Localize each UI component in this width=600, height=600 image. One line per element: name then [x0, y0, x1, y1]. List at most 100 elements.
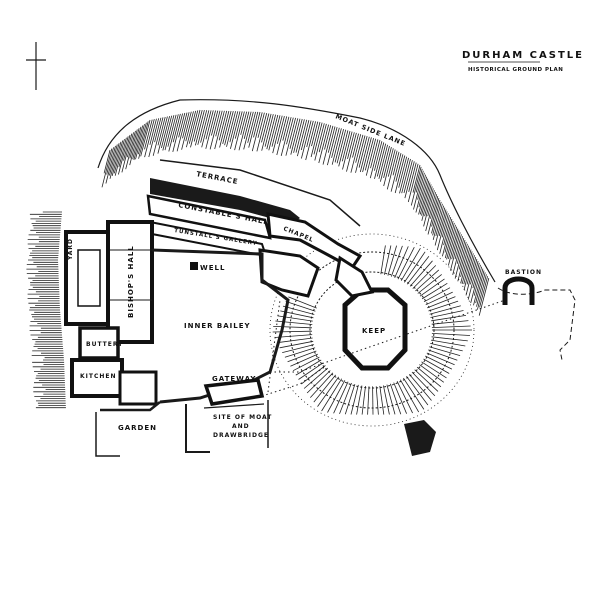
terrace-label: TERRACE: [196, 170, 239, 186]
keep-mound: [269, 233, 475, 427]
hatch-stroke: [428, 300, 459, 312]
hatch-stroke: [359, 136, 370, 173]
hatch-stroke: [418, 178, 429, 215]
hatch-stroke: [355, 134, 364, 163]
hatch-stroke: [287, 350, 317, 363]
hatch-stroke: [285, 117, 296, 156]
hatch-stroke: [279, 340, 314, 349]
hatch-stroke: [432, 203, 443, 240]
hatch-stroke: [400, 247, 421, 281]
hatch-stroke: [378, 144, 388, 179]
hatch-stroke: [390, 245, 403, 277]
hatch-stroke: [350, 134, 362, 173]
hatch-stroke: [423, 188, 434, 227]
hatch-stroke: [408, 373, 432, 401]
hatch-stroke: [431, 325, 471, 328]
hatch-stroke: [292, 356, 320, 372]
kitchen-label: KITCHEN: [80, 373, 117, 380]
hatch-stroke: [111, 141, 122, 176]
map-subtitle: HISTORICAL GROUND PLAN: [468, 67, 563, 73]
hatch-stroke: [463, 253, 474, 291]
hatch-stroke: [435, 205, 444, 236]
hatch-stroke: [380, 145, 390, 182]
hatch-stroke: [429, 305, 461, 315]
hatch-stroke: [441, 213, 449, 238]
hatch-stroke: [327, 127, 338, 166]
hatch-stroke: [219, 110, 230, 148]
hatch-stroke: [415, 269, 440, 292]
hatch-stroke: [431, 336, 468, 342]
hatch-stroke: [443, 217, 452, 246]
hatch-stroke: [374, 141, 383, 171]
hatch-stroke: [318, 123, 327, 153]
hatch-stroke: [200, 110, 210, 143]
hatch-stroke: [355, 135, 366, 173]
hatch-stroke: [403, 251, 426, 283]
hatch-stroke: [310, 121, 321, 158]
hatch-stroke: [461, 249, 472, 284]
hatch-stroke: [113, 140, 124, 174]
hatch-stroke: [284, 347, 316, 358]
hatch-stroke: [394, 155, 406, 194]
hatch-stroke: [123, 134, 131, 161]
hatch-stroke: [333, 381, 349, 414]
hatch-stroke: [303, 367, 329, 389]
hatch-stroke: [386, 384, 396, 415]
hatch-stroke: [276, 116, 288, 156]
hatch-stroke: [428, 349, 458, 361]
hatch-stroke: [398, 156, 408, 188]
terrace: [150, 159, 361, 227]
hatch-stroke: [290, 118, 301, 155]
hatch-stroke: [226, 111, 236, 147]
inner-bailey-label: INNER BAILEY: [184, 322, 251, 330]
hatch-stroke: [387, 149, 396, 177]
hatch-stroke: [197, 110, 208, 145]
hatch-stroke: [347, 132, 355, 159]
hatch-stroke: [318, 124, 329, 164]
hatch-stroke: [458, 241, 467, 270]
hatch-stroke: [431, 333, 471, 336]
hatch-stroke: [434, 207, 446, 246]
hatch-stroke: [289, 118, 299, 149]
hatch-stroke: [188, 110, 199, 144]
hatch-stroke: [451, 230, 460, 260]
hatch-stroke: [126, 132, 134, 158]
hatch-stroke: [178, 112, 186, 138]
hatch-stroke: [305, 121, 316, 161]
hatch-stroke: [472, 262, 480, 289]
hatch-stroke: [396, 381, 413, 414]
hatch-stroke: [413, 170, 424, 210]
hatch-stroke: [475, 270, 485, 304]
hatch-stroke: [364, 138, 374, 171]
hatch-stroke: [280, 117, 292, 156]
hatch-stroke: [264, 114, 274, 147]
hatch-stroke: [306, 370, 331, 394]
hatch-stroke: [448, 226, 458, 259]
hatch-stroke: [322, 125, 334, 165]
hatch-stroke: [167, 114, 177, 147]
hatch-stroke: [157, 116, 168, 154]
hatch-stroke: [386, 150, 398, 190]
hatch-stroke: [421, 282, 448, 300]
hatch-stroke: [132, 126, 142, 160]
hatch-stroke: [341, 130, 351, 162]
hatch-stroke: [350, 384, 359, 415]
hatch-stroke: [369, 139, 381, 179]
hatch-stroke: [479, 276, 488, 308]
hatch-stroke: [314, 123, 325, 161]
bastion-label: BASTION: [505, 269, 542, 276]
hatch-stroke: [477, 274, 487, 310]
hatch-stroke: [352, 133, 359, 158]
hatch-stroke: [297, 119, 308, 157]
hatch-stroke: [417, 172, 425, 200]
hatch-stroke: [406, 375, 429, 406]
hatch-stroke: [277, 337, 313, 344]
hatch-stroke: [404, 161, 415, 199]
hatch-stroke: [436, 211, 448, 251]
hatch-stroke: [375, 386, 379, 415]
hatch-stroke: [331, 128, 342, 165]
hatch-stroke: [201, 110, 212, 148]
hatch-stroke: [186, 110, 197, 148]
hatch-stroke: [467, 260, 479, 300]
